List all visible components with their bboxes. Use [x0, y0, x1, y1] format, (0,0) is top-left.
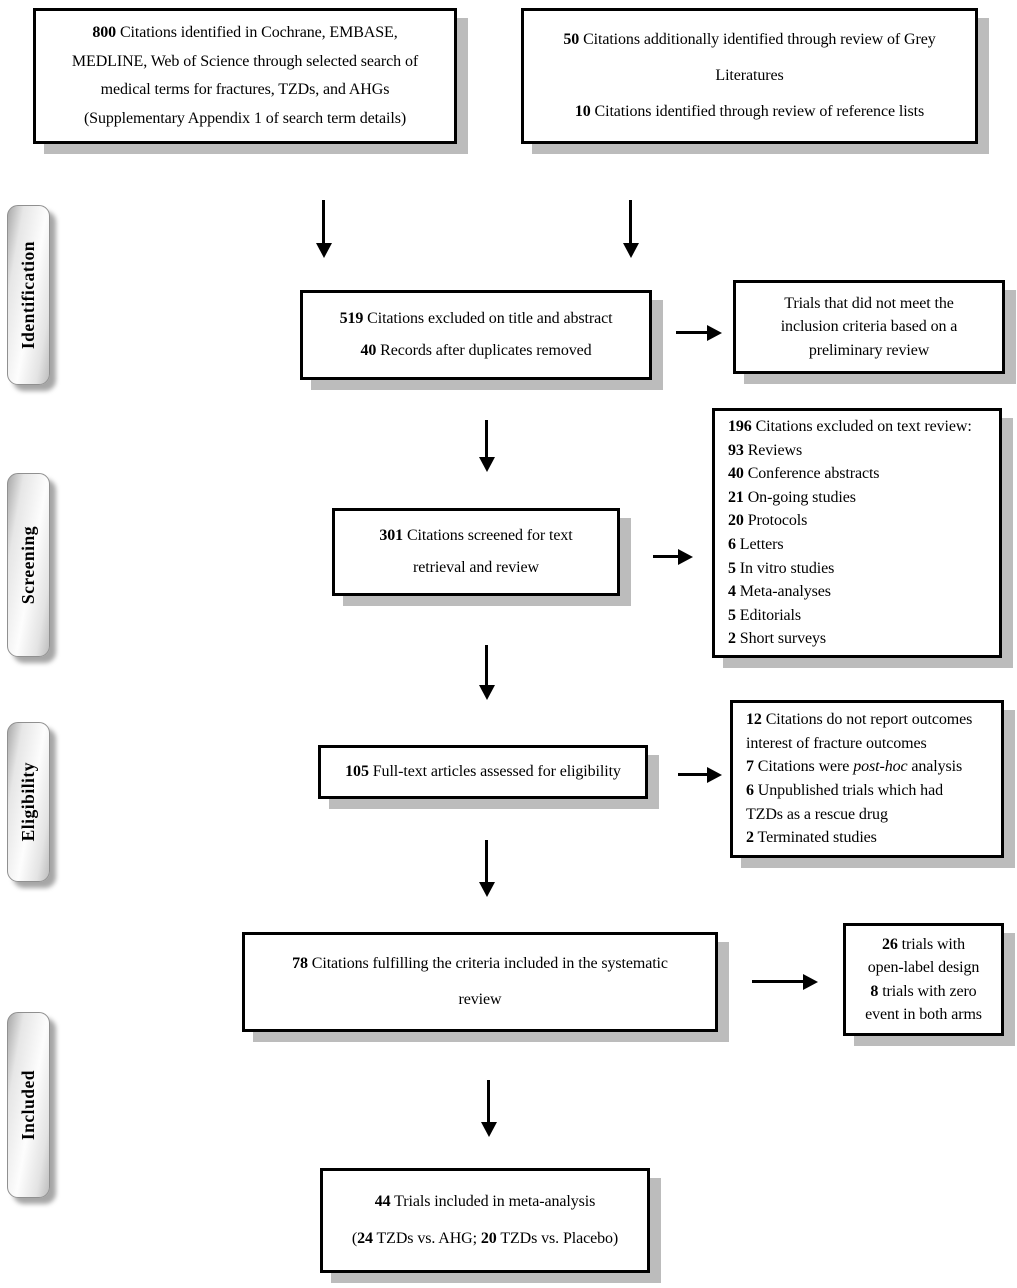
box-text-line: 20 Protocols	[728, 512, 808, 530]
box-text-line: event in both arms	[865, 1005, 982, 1023]
arrow-right-text-review-exclusion	[653, 555, 678, 558]
stage-label-screening: Screening	[7, 473, 50, 657]
box-text-line: 519 Citations excluded on title and abst…	[339, 309, 613, 327]
box-text-line: review	[458, 991, 502, 1008]
box-text-line: (Supplementary Appendix 1 of search term…	[83, 110, 407, 128]
stage-label-included-text: Included	[18, 1069, 38, 1141]
box-text-line: 301 Citations screened for text	[379, 527, 573, 544]
box-excluded-text-review: 196 Citations excluded on text review: 93…	[712, 408, 1002, 658]
stage-label-screening-text: Screening	[18, 525, 38, 605]
box-text-line: 12 Citations do not report outcomes	[746, 711, 973, 729]
box-included-meta-analysis: 44 Trials included in meta-analysis (24 T…	[320, 1168, 650, 1273]
box-text-line: 8 trials with zero	[870, 982, 977, 1000]
box-text-line: medical terms for fractures, TZDs, and A…	[100, 81, 390, 99]
box-excluded-title-abstract: 519 Citations excluded on title and abst…	[300, 290, 652, 380]
box-text-line: 21 On-going studies	[728, 488, 856, 506]
box-text-line: inclusion criteria based on a	[780, 318, 958, 336]
arrow-down-grey-sources	[629, 200, 632, 243]
box-text-line: 196 Citations excluded on text review:	[728, 418, 972, 436]
box-text-line: 40 Records after duplicates removed	[360, 342, 592, 360]
box-text-line: 2 Short surveys	[728, 630, 827, 648]
box-text-line: 26 trials with	[881, 936, 966, 954]
box-text-line: 10 Citations identified through review o…	[574, 103, 925, 120]
box-text-line: 93 Reviews	[728, 441, 803, 459]
stage-label-eligibility-text: Eligibility	[18, 762, 38, 842]
box-text-line: open-label design	[867, 959, 980, 977]
box-text-line: 5 Editorials	[728, 606, 802, 624]
box-text-line: 105 Full-text articles assessed for elig…	[345, 763, 621, 781]
box-text-line: (24 TZDs vs. AHG; 20 TZDs vs. Placebo)	[351, 1230, 619, 1248]
box-text-line: 5 In vitro studies	[728, 559, 835, 577]
box-text-line: 50 Citations additionally identified thr…	[563, 31, 936, 48]
arrow-down-to-screening	[485, 420, 488, 457]
arrow-down-to-included	[485, 840, 488, 882]
box-included-systematic-review: 78 Citations fulfilling the criteria inc…	[242, 932, 718, 1032]
box-text-line: Literatures	[715, 67, 784, 84]
box-text-line: preliminary review	[808, 341, 930, 359]
arrow-down-database-sources	[322, 200, 325, 243]
box-citations-identified-grey-literature: 50 Citations additionally identified thr…	[521, 8, 978, 144]
box-text-line: Trials that did not meet the	[784, 295, 954, 313]
box-text-line: 78 Citations fulfilling the criteria inc…	[292, 955, 668, 972]
box-open-label-zero-event: 26 trials with open-label design 8 trials …	[843, 923, 1004, 1036]
box-text-line: MEDLINE, Web of Science through selected…	[71, 52, 419, 70]
box-text-line: interest of fracture outcomes	[746, 734, 927, 752]
stage-label-eligibility: Eligibility	[7, 722, 50, 882]
box-text-line: 6 Unpublished trials which had	[746, 782, 943, 799]
arrow-down-to-eligibility	[485, 645, 488, 685]
stage-label-identification-text: Identification	[18, 240, 38, 350]
box-text-line: 2 Terminated studies	[746, 829, 877, 847]
box-text-line: retrieval and review	[413, 559, 539, 576]
box-not-meeting-preliminary-review: Trials that did not meet the inclusion cr…	[733, 280, 1005, 374]
box-text-line: 44 Trials included in meta-analysis	[374, 1192, 596, 1210]
box-text-line: TZDs as a rescue drug	[746, 805, 888, 823]
stage-label-identification: Identification	[7, 205, 50, 385]
box-text-line: 800 Citations identified in Cochrane, EM…	[92, 23, 398, 41]
arrow-right-preliminary-exclusion	[676, 331, 707, 334]
box-citations-identified-databases: 800 Citations identified in Cochrane, EM…	[33, 8, 457, 144]
box-text-line: 40 Conference abstracts	[728, 465, 880, 483]
arrow-right-open-label-exclusion	[752, 980, 803, 983]
box-fulltext-assessed: 105 Full-text articles assessed for elig…	[318, 745, 648, 799]
box-citations-screened: 301 Citations screened for text retrieval…	[332, 508, 620, 596]
arrow-right-eligibility-exclusion	[678, 773, 707, 776]
box-excluded-eligibility: 12 Citations do not report outcomes inter…	[730, 700, 1004, 858]
arrow-down-to-meta-analysis	[487, 1080, 490, 1122]
box-text-line: 6 Letters	[728, 536, 784, 553]
stage-label-included: Included	[7, 1012, 50, 1198]
box-text-line: 4 Meta-analyses	[728, 583, 831, 601]
box-text-line: 7 Citations were post-hoc analysis	[746, 758, 963, 776]
